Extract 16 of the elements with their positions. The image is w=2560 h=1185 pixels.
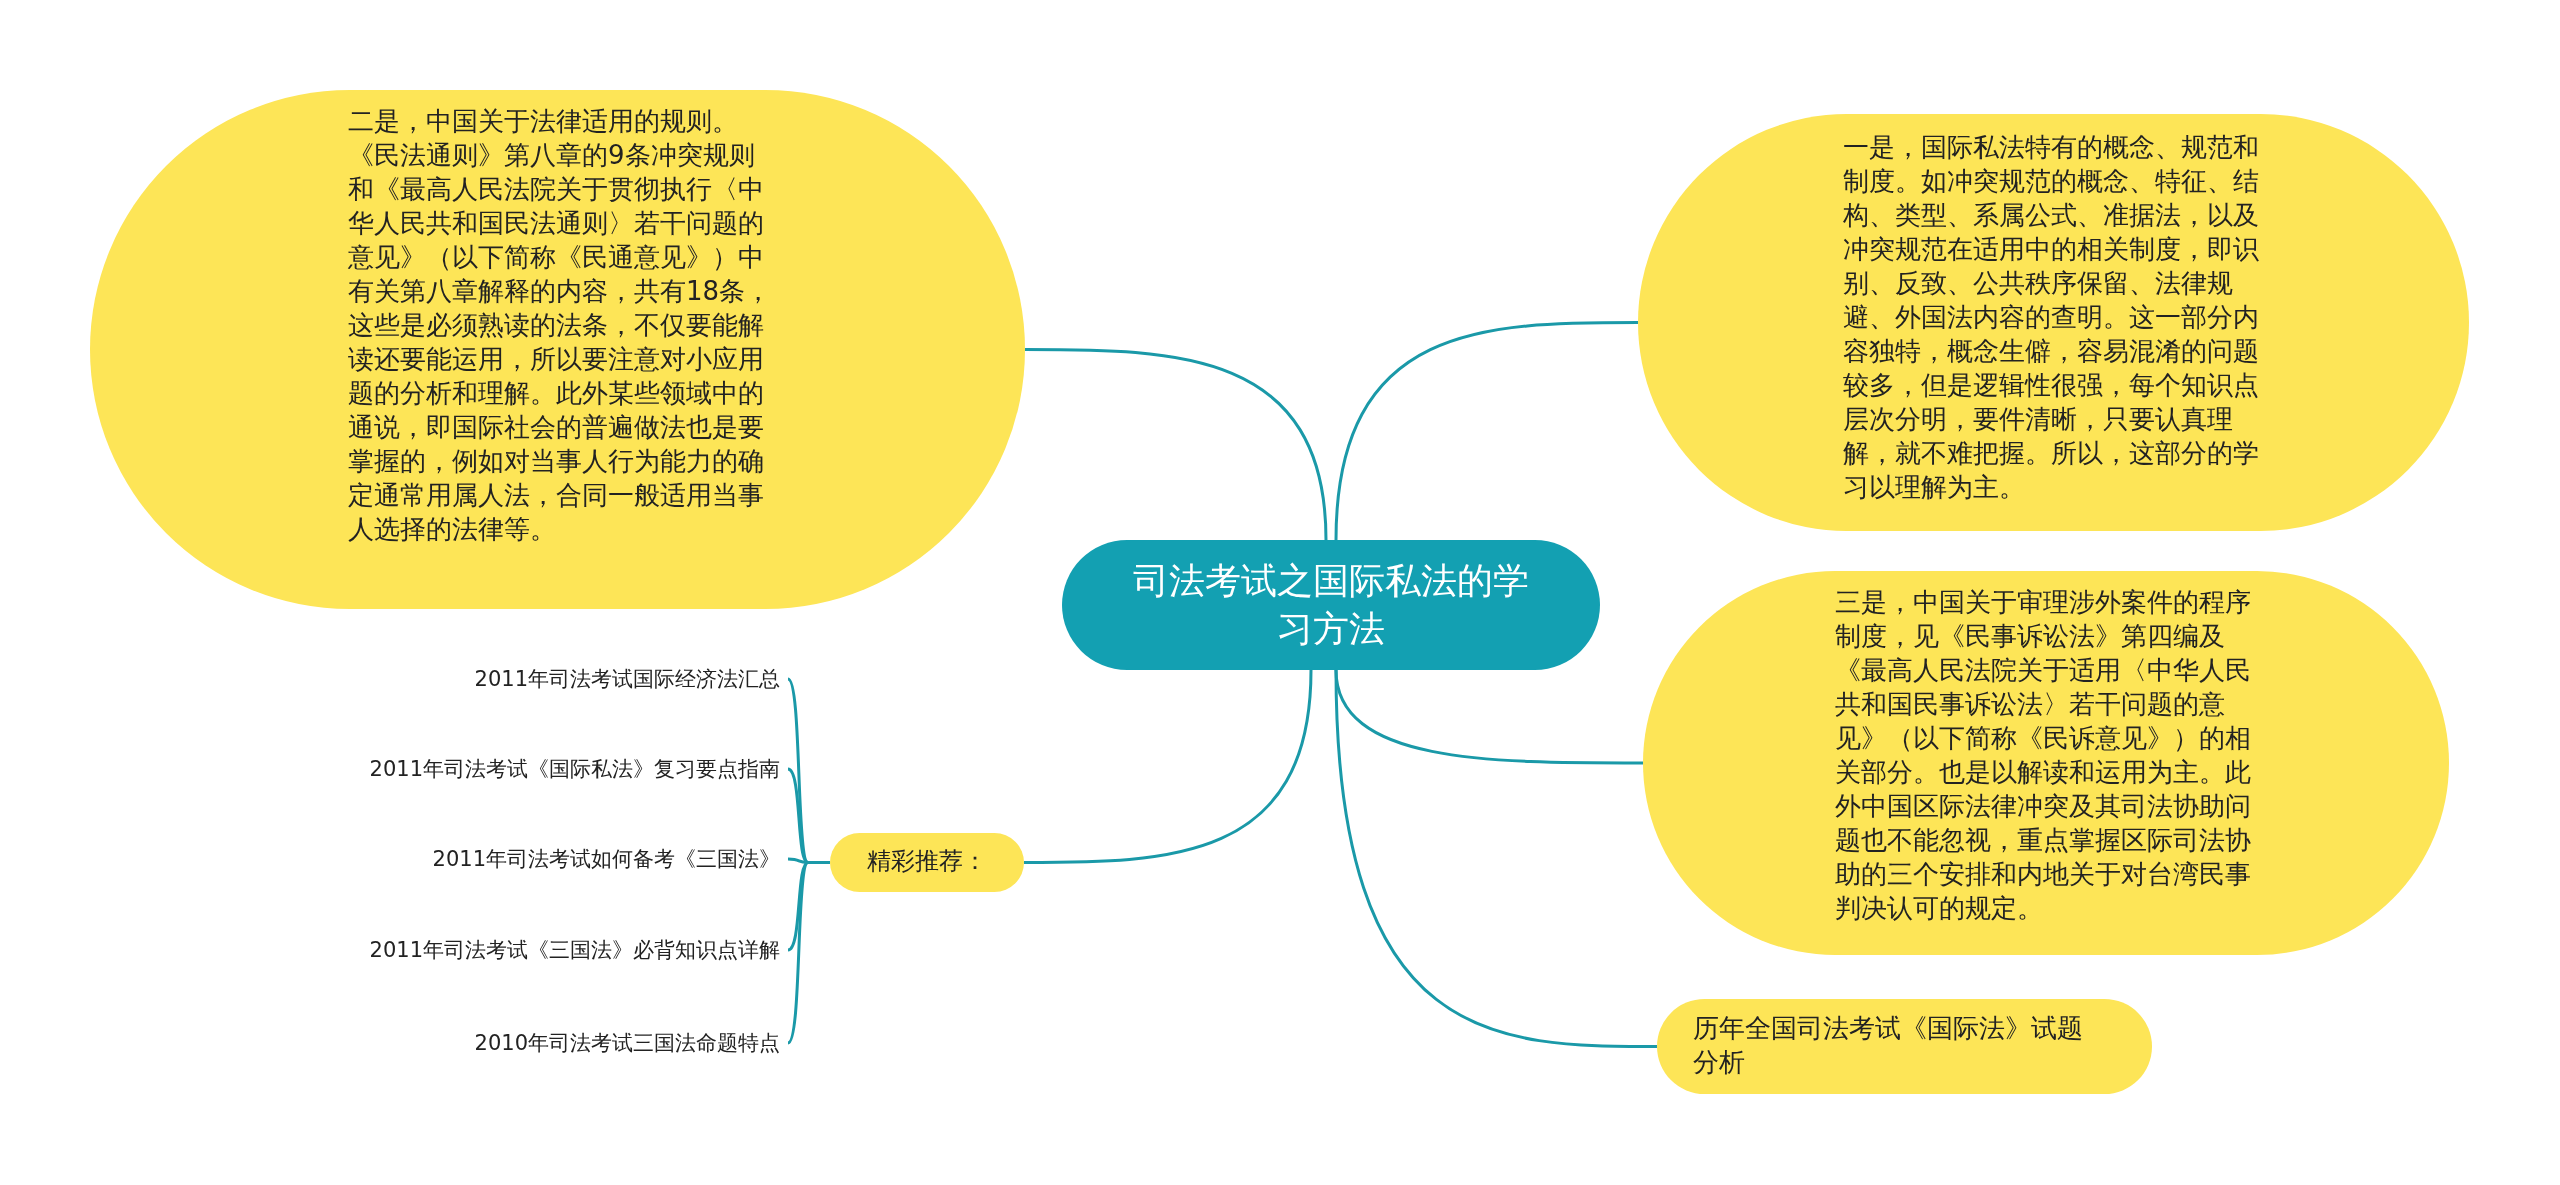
link-text: 2010年司法考试三国法命题特点 (380, 1029, 780, 1057)
connector-line (1334, 669, 1657, 1048)
link-text: 2011年司法考试国际经济法汇总 (380, 665, 780, 693)
topic-text: 一是，国际私法特有的概念、规范和制度。如冲突规范的概念、特征、结构、类型、系属公式、准据法，以及冲突规范在适用中的相关制度，即识别、反致、公共秩序保留、法律规避、外国法内容的查明。这一部分内容独特，概念生僻，容易混淆的问题较多，但是逻辑性很强，每个知识点层次分明，要件清晰，只要认真理解，就不难把握。所以，这部分的学习以理解为主。 (1843, 131, 2260, 504)
topic-text: 精彩推荐： (866, 846, 988, 877)
connector-line (1025, 348, 1328, 541)
link-text: 2011年司法考试《三国法》必背知识点详解 (280, 936, 780, 964)
connector-line (1334, 321, 1638, 541)
topic-text: 三是，中国关于审理涉外案件的程序制度，见《民事诉讼法》第四编及《最高人民法院关于适用〈中华人民共和国民事诉讼法〉若干问题的意见》（以下简称《民诉意见》）的相关部分。也是以解读和运用为主。此外中国区际法律冲突及其司法协助问题也不能忽视，重点掌握区际司法协助的三个安排和内地关于对台湾民事判决认可的规定。 (1835, 586, 2252, 925)
topic-text: 二是，中国关于法律适用的规则。《民法通则》第八章的9条冲突规则和《最高人民法院关于贯彻执行〈中华人民共和国民法通则〉若干问题的意见》（以下简称《民通意见》）中有关第八章解释的内容，共有18条，这些是必须熟读的法条，不仅要能解读还要能运用，所以要注意对小应用题的分析和理解。此外某些领域中的通说，即国际社会的普遍做法也是要掌握的，例如对当事人行为能力的确定通常用属人法，合同一般适用当事人选择的法律等。 (348, 105, 773, 546)
connector-line (1024, 669, 1313, 864)
topic-text: 历年全国司法考试《国际法》试题分析 (1693, 1012, 2084, 1079)
link-text: 2011年司法考试如何备考《三国法》 (280, 845, 780, 873)
topic-text: 司法考试之国际私法的学习方法 (1132, 559, 1530, 651)
link-text: 2011年司法考试《国际私法》复习要点指南 (280, 755, 780, 783)
connector-line (786, 861, 830, 1044)
